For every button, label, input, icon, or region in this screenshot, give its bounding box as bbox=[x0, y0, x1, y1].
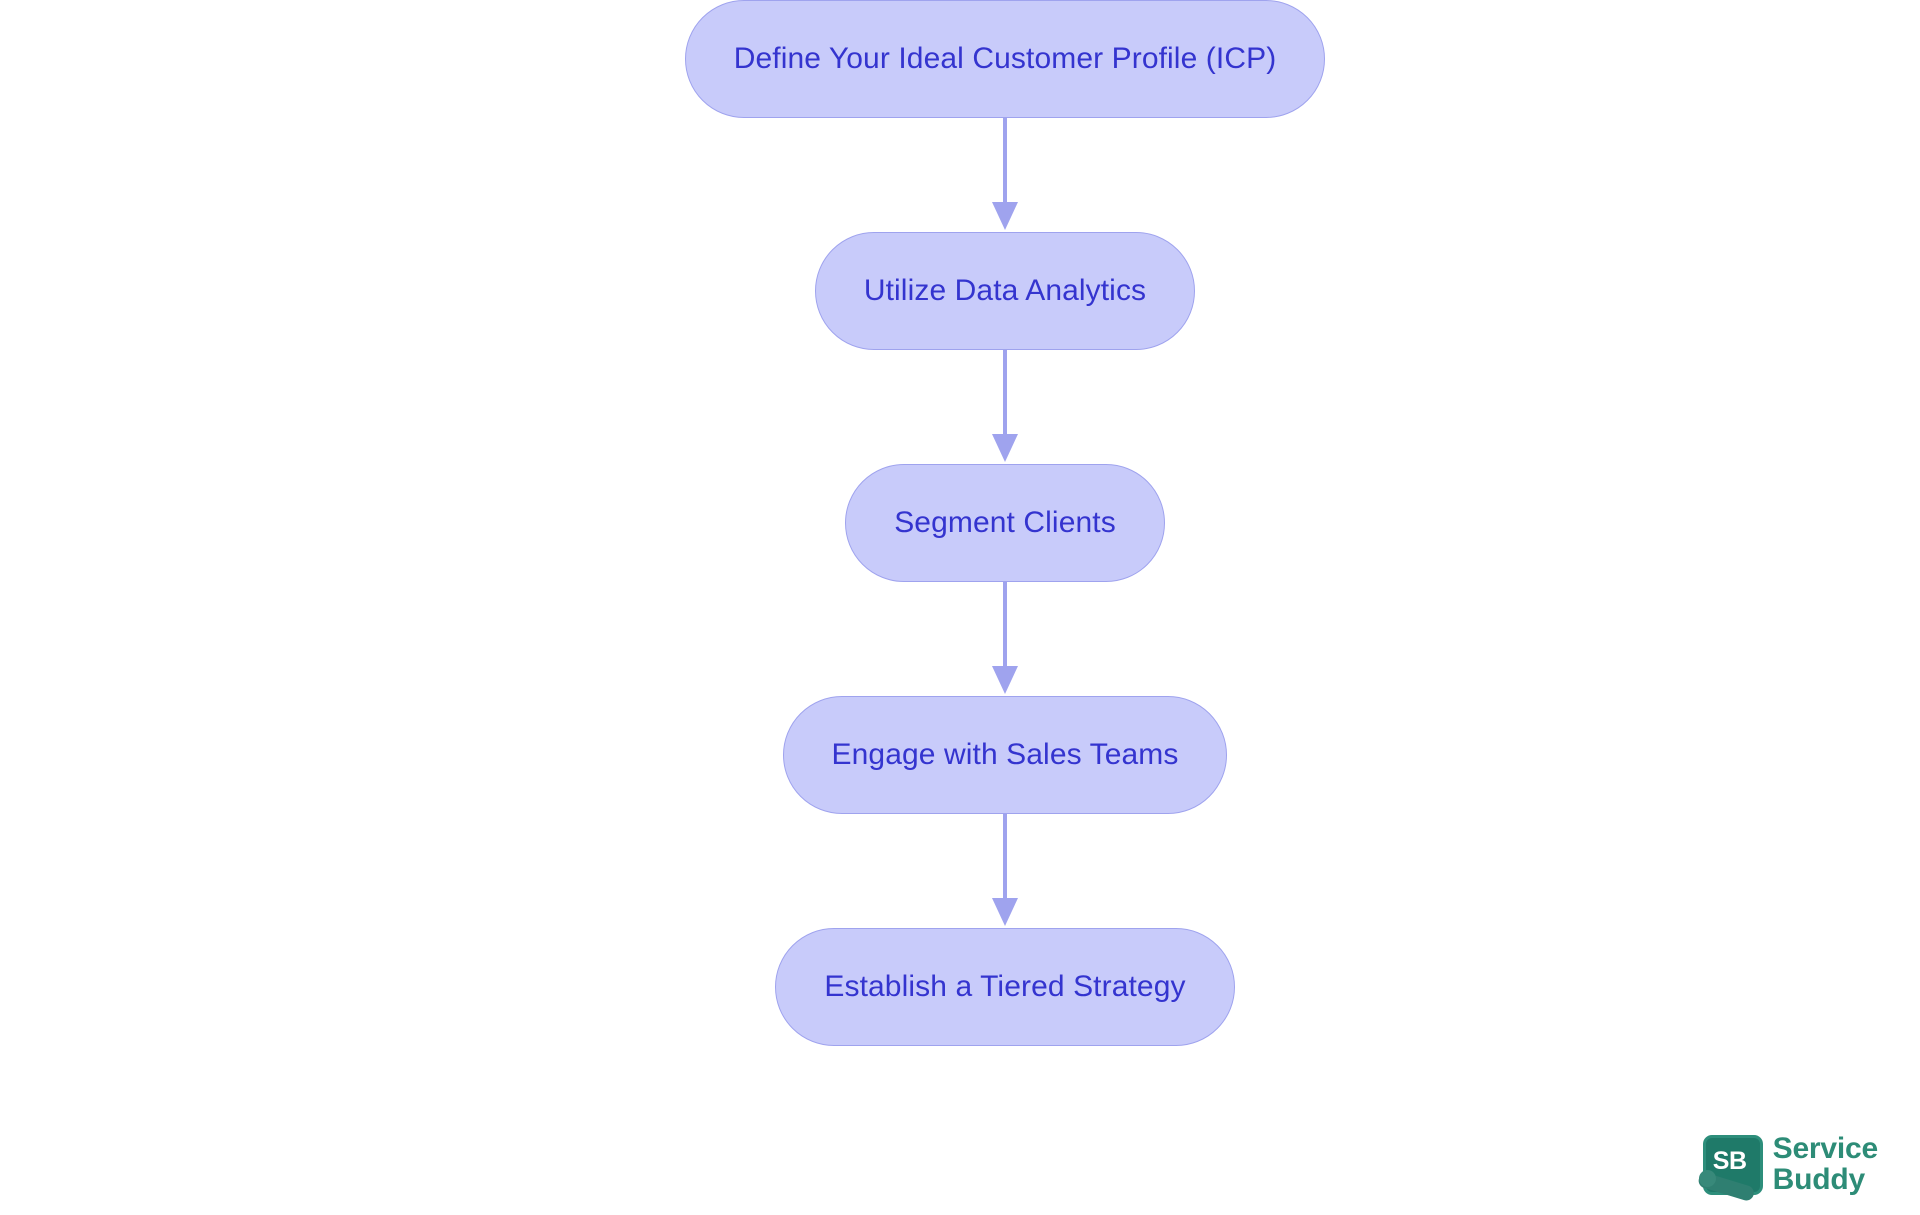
edge-line bbox=[1003, 118, 1007, 204]
edge-line bbox=[1003, 814, 1007, 900]
flow-node-5[interactable]: Establish a Tiered Strategy bbox=[775, 928, 1235, 1046]
flow-node-5-label: Establish a Tiered Strategy bbox=[824, 970, 1186, 1003]
logo-wordmark-line1: Service bbox=[1772, 1131, 1879, 1165]
flow-edge-1-2 bbox=[985, 118, 1025, 232]
logo-bar-cap-icon bbox=[1698, 1169, 1716, 1187]
flow-node-1-label: Define Your Ideal Customer Profile (ICP) bbox=[733, 42, 1277, 75]
flow-node-2-label: Utilize Data Analytics bbox=[863, 274, 1147, 307]
flow-node-2[interactable]: Utilize Data Analytics bbox=[814, 232, 1196, 350]
flow-node-3-label: Segment Clients bbox=[894, 506, 1116, 539]
arrow-down-icon bbox=[992, 434, 1018, 462]
logo-wordmark-line2: Buddy bbox=[1772, 1162, 1866, 1196]
arrow-down-icon bbox=[992, 202, 1018, 230]
logo-wordmark: Service Buddy bbox=[1772, 1131, 1879, 1196]
flow-edge-4-5 bbox=[985, 814, 1025, 928]
flow-node-4-label: Engage with Sales Teams bbox=[831, 738, 1179, 771]
edge-line bbox=[1003, 350, 1007, 436]
flow-edge-2-3 bbox=[985, 350, 1025, 464]
service-buddy-logo: SB Service Buddy bbox=[1696, 1131, 1879, 1203]
flow-node-4[interactable]: Engage with Sales Teams bbox=[782, 696, 1228, 814]
edge-line bbox=[1003, 582, 1007, 668]
arrow-down-icon bbox=[992, 898, 1018, 926]
flow-edge-3-4 bbox=[985, 582, 1025, 696]
flowchart: Define Your Ideal Customer Profile (ICP)… bbox=[684, 0, 1326, 1046]
logo-initials: SB bbox=[1712, 1147, 1747, 1176]
flow-node-1[interactable]: Define Your Ideal Customer Profile (ICP) bbox=[684, 0, 1326, 118]
arrow-down-icon bbox=[992, 666, 1018, 694]
flow-node-3[interactable]: Segment Clients bbox=[845, 464, 1165, 582]
logo-mark-icon: SB bbox=[1696, 1133, 1763, 1203]
